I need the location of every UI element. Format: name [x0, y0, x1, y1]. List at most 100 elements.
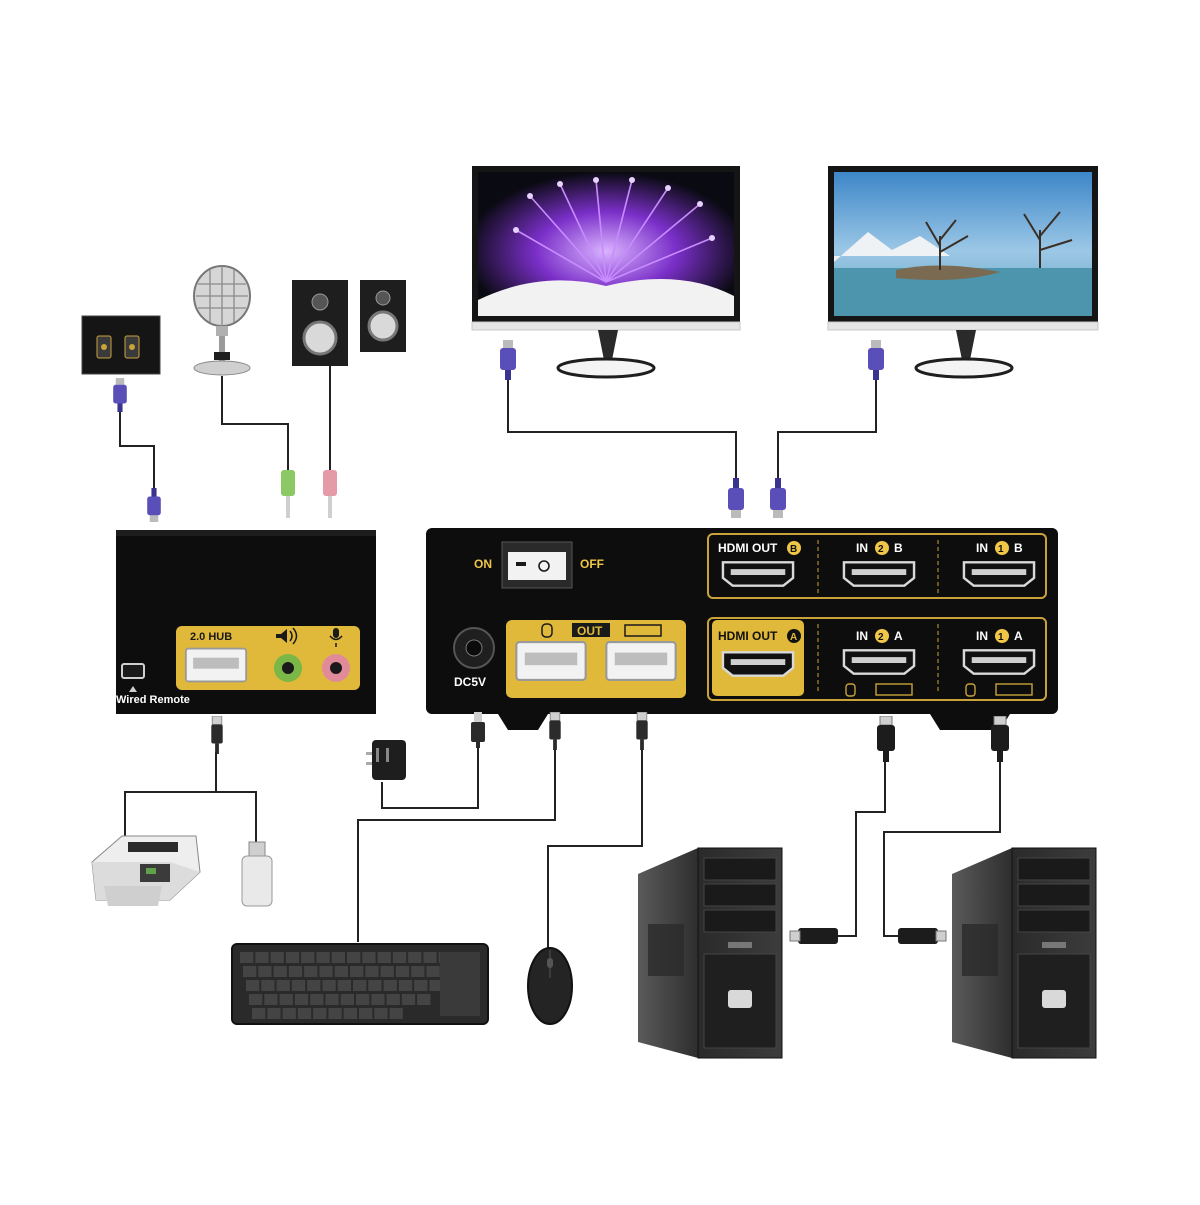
badge-1-b	[995, 541, 1009, 555]
keyboard-key	[374, 1008, 388, 1019]
keyboard-key	[316, 952, 330, 963]
keyboard-keys	[240, 952, 480, 1019]
keyboard-key	[392, 952, 407, 963]
keyboard-key	[322, 980, 336, 991]
usb-out-label: OUT	[577, 624, 603, 638]
remote-arrow-icon	[129, 686, 137, 692]
hdmi-plug-monitor-b	[868, 340, 884, 380]
keyboard-key	[240, 952, 254, 963]
keyboard-key	[267, 1008, 281, 1019]
hdmi-out-a-port[interactable]	[721, 651, 795, 677]
keyboard-key	[328, 1008, 342, 1019]
keyboard-key	[377, 952, 391, 963]
keyboard-key	[319, 966, 333, 977]
switch-off-label: OFF	[580, 557, 604, 571]
badge-b-out-text: B	[790, 544, 797, 555]
speaker-icon	[276, 627, 298, 645]
keyboard-key	[270, 952, 284, 963]
hdmi-out-b-port[interactable]	[721, 561, 795, 587]
power-switch[interactable]	[501, 541, 573, 589]
keyboard-key	[325, 994, 339, 1005]
hdmi-out-a-label: HDMI OUT	[718, 629, 778, 643]
keyboard-key	[408, 952, 422, 963]
keyboard-key	[353, 980, 367, 991]
monitor-flower-icon	[471, 166, 741, 379]
wired-remote-icon	[81, 315, 161, 375]
printer-icon	[91, 835, 201, 906]
badge-b-out	[787, 541, 801, 555]
keyboard-key	[417, 994, 431, 1005]
keyboard-key	[258, 966, 272, 977]
hdmi-plug-monitor-a	[500, 340, 516, 380]
keyboard-key	[371, 994, 385, 1005]
keyboard-key	[398, 980, 413, 991]
usb-plug-hub	[210, 716, 224, 754]
keyboard-numpad	[440, 952, 480, 1016]
keyboard-key	[356, 994, 370, 1005]
wired-remote-label: Wired Remote	[116, 694, 190, 706]
kvm-rear-panel: ON OFF DC5V OUT HDMI OUT B IN	[426, 528, 1058, 730]
in1b-label: IN	[976, 541, 988, 555]
keyboard-key	[294, 994, 309, 1005]
keyboard-key	[301, 952, 315, 963]
remote-plug-top	[113, 378, 127, 412]
dc5v-label: DC5V	[454, 675, 486, 689]
pc-tower-icon	[638, 847, 783, 1059]
keyboard-key	[276, 980, 290, 991]
badge-1-a-text: 1	[998, 632, 1004, 643]
audio-plug-green	[281, 470, 295, 518]
keyboard-key	[331, 952, 345, 963]
usb-plug-keyboard	[548, 712, 562, 750]
in1b-suffix: B	[1014, 541, 1023, 555]
badge-1-b-text: 1	[998, 544, 1004, 555]
keyboard-key	[386, 994, 400, 1005]
usb-mouse-port[interactable]	[515, 641, 587, 681]
hub-usb-port[interactable]	[184, 647, 248, 683]
keyboard-key	[429, 980, 443, 991]
badge-2-b	[875, 541, 889, 555]
monitor-lake-icon	[827, 166, 1099, 379]
hdmi-in-1b-port[interactable]	[962, 561, 1036, 587]
keyboard-key	[368, 980, 382, 991]
in1a-mouse-icon	[965, 683, 976, 697]
in1a-label: IN	[976, 629, 988, 643]
cables	[119, 362, 1001, 948]
hdmi-out-b-label: HDMI OUT	[718, 541, 778, 555]
dc-power-jack[interactable]	[453, 627, 495, 669]
keyboard-key	[255, 952, 269, 963]
keyboard-key	[310, 994, 324, 1005]
hdmi-in-2a-port[interactable]	[842, 649, 916, 675]
hdmi-in-2b-port[interactable]	[842, 561, 916, 587]
keyboard-key	[313, 1008, 327, 1019]
keyboard-key	[401, 994, 416, 1005]
hdmi-plug-pc1	[876, 716, 896, 762]
keyboard-icon	[231, 943, 489, 1025]
usb-keyboard-port[interactable]	[605, 641, 677, 681]
keyboard-key	[334, 966, 348, 977]
keyboard-key	[307, 980, 321, 991]
in2a-mouse-icon	[845, 683, 856, 697]
hdmi-in-1a-port[interactable]	[962, 649, 1036, 675]
badge-2-a-text: 2	[878, 632, 884, 643]
mini-usb-remote-port[interactable]	[121, 663, 145, 679]
keyboard-key	[362, 952, 376, 963]
keyboard-key	[383, 980, 397, 991]
keyboard-key	[282, 1008, 296, 1019]
keyboard-key	[252, 1008, 266, 1019]
hdmi-plug-out-b	[728, 478, 744, 518]
hdmi-plug-pc2	[990, 716, 1010, 762]
keyboard-key	[273, 966, 287, 977]
keyboard-key	[297, 1008, 312, 1019]
badge-a-out-text: A	[790, 632, 797, 643]
keyboard-key	[261, 980, 275, 991]
kvm-front-panel: Wired Remote 2.0 HUB	[116, 530, 376, 714]
remote-plug-bottom	[147, 488, 161, 522]
keyboard-key	[279, 994, 293, 1005]
dc-plug	[471, 712, 485, 748]
power-adapter-icon	[366, 740, 406, 780]
hdmi-row-a	[707, 617, 1047, 701]
hub-label: 2.0 HUB	[190, 631, 232, 643]
keyboard-key	[343, 1008, 357, 1019]
keyboard-key	[249, 994, 263, 1005]
